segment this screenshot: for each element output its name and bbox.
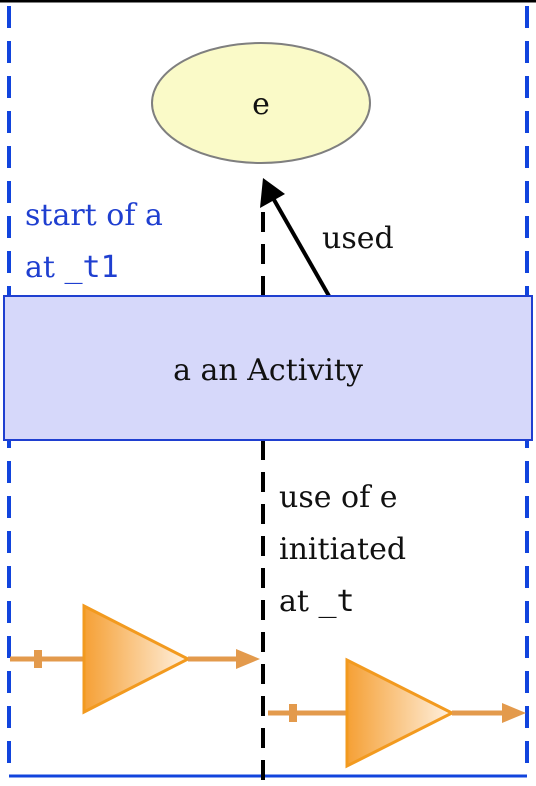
use-annotation-line1: use of e	[279, 480, 397, 515]
start-annotation-prefix: at	[25, 250, 64, 285]
amplifier-icon	[10, 603, 260, 715]
activity-node	[3, 295, 533, 441]
start-annotation-line2: at _t1	[25, 250, 119, 285]
use-annotation-line2: initiated	[279, 532, 406, 567]
entity-node	[151, 42, 371, 164]
use-annotation-prefix: at	[279, 584, 318, 619]
start-annotation-code: _t1	[64, 250, 118, 285]
entity-label: e	[252, 87, 270, 122]
used-edge	[271, 197, 331, 297]
start-annotation-line1: start of a	[25, 198, 163, 233]
activity-label: a an Activity	[173, 353, 363, 388]
used-edge-label: used	[322, 221, 394, 256]
amplifier-icon	[268, 657, 526, 769]
use-annotation-line3: at _t	[279, 584, 355, 619]
use-annotation-code: _t	[318, 584, 354, 619]
used-arrowhead	[260, 178, 285, 208]
